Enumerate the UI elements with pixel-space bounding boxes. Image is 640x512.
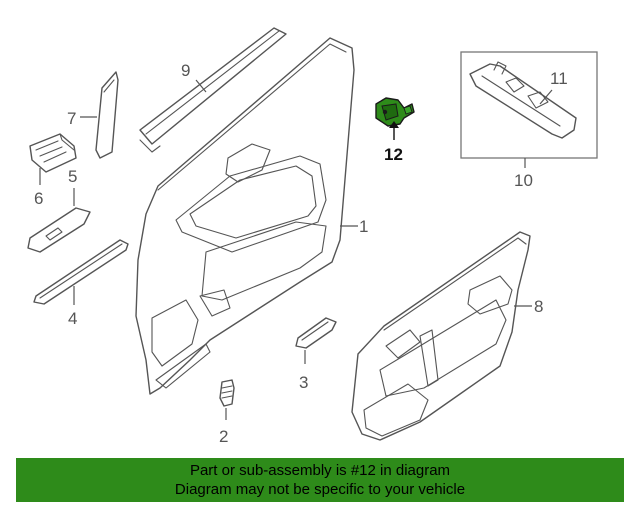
part-7-pillar-garnish[interactable] [95, 71, 119, 159]
part-10-assembly-box[interactable] [460, 51, 598, 159]
callout-8: 8 [514, 297, 543, 316]
svg-text:5: 5 [68, 167, 77, 186]
callout-2: 2 [219, 408, 228, 446]
svg-text:12: 12 [384, 145, 403, 164]
banner-line-2: Diagram may not be specific to your vehi… [174, 481, 466, 498]
callout-9: 9 [181, 61, 207, 93]
info-banner: Part or sub-assembly is #12 in diagram D… [16, 458, 624, 502]
callout-3: 3 [299, 350, 308, 392]
part-11-handle-assembly[interactable] [469, 61, 577, 139]
banner-line-1: Part or sub-assembly is #12 in diagram [189, 462, 451, 479]
svg-text:4: 4 [68, 309, 77, 328]
svg-text:8: 8 [534, 297, 543, 316]
part-3-finisher[interactable] [295, 317, 337, 349]
callout-6: 6 [34, 168, 43, 208]
svg-text:1: 1 [359, 217, 368, 236]
callout-5: 5 [68, 167, 77, 206]
callout-11: 11 [539, 69, 568, 105]
part-5-switch-finisher[interactable] [27, 207, 91, 253]
part-8-rear-door-trim[interactable] [351, 231, 531, 441]
callout-7: 7 [67, 109, 97, 128]
callout-12: 12 [384, 121, 403, 164]
callout-10: 10 [514, 158, 533, 190]
svg-text:6: 6 [34, 189, 43, 208]
svg-text:2: 2 [219, 427, 228, 446]
part-2-clip[interactable] [219, 379, 235, 407]
part-12-highlighted[interactable] [375, 97, 415, 127]
svg-text:7: 7 [67, 109, 76, 128]
svg-text:10: 10 [514, 171, 533, 190]
svg-text:11: 11 [550, 69, 568, 88]
callout-4: 4 [68, 286, 77, 328]
svg-text:9: 9 [181, 61, 190, 80]
part-1-door-trim[interactable] [135, 37, 355, 395]
part-9-weatherstrip[interactable] [139, 27, 287, 153]
part-4-armrest-strip[interactable] [33, 239, 129, 305]
svg-text:3: 3 [299, 373, 308, 392]
callout-1: 1 [340, 217, 368, 236]
part-6-window-switch[interactable] [29, 133, 77, 173]
